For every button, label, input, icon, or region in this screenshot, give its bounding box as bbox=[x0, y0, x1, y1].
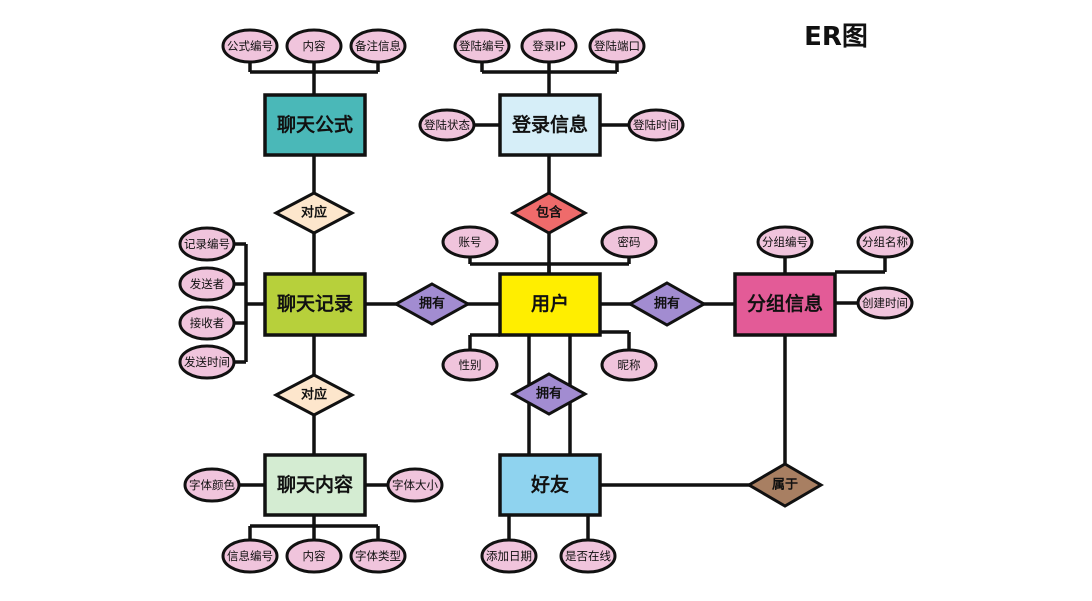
attribute-label: 信息编号 bbox=[227, 549, 273, 563]
relationship-user-friend: 拥有 bbox=[509, 372, 589, 416]
attribute-content-font-color: 字体颜色 bbox=[183, 467, 241, 503]
relationship-label: 对应 bbox=[301, 205, 327, 221]
attribute-user-gender: 性别 bbox=[441, 348, 499, 382]
entity-box bbox=[263, 93, 367, 157]
attribute-label: 密码 bbox=[618, 235, 641, 249]
attribute-login-port: 登陆端口 bbox=[588, 28, 646, 64]
entity-box bbox=[263, 453, 367, 517]
attribute-label: 接收者 bbox=[190, 316, 225, 330]
entity-login-info: 登录信息 bbox=[498, 93, 602, 157]
attribute-user-nickname: 昵称 bbox=[600, 348, 658, 382]
entity-label: 聊天记录 bbox=[277, 292, 353, 315]
entity-label: 用户 bbox=[531, 292, 569, 315]
attribute-content-font-size: 字体大小 bbox=[386, 467, 444, 503]
entity-group-info: 分组信息 bbox=[733, 272, 837, 337]
relationship-label: 拥有 bbox=[536, 386, 562, 402]
entity-box bbox=[498, 453, 602, 517]
entity-user: 用户 bbox=[498, 272, 602, 337]
attribute-label: 账号 bbox=[459, 235, 482, 249]
attribute-user-account: 账号 bbox=[441, 225, 499, 259]
attribute-formula-content: 内容 bbox=[285, 28, 343, 64]
relationship-diamond bbox=[509, 372, 589, 416]
attribute-formula-id: 公式编号 bbox=[221, 28, 279, 64]
attribute-login-time: 登陆时间 bbox=[627, 108, 685, 142]
attribute-content-font-type: 字体类型 bbox=[349, 538, 407, 574]
attribute-label: 内容 bbox=[303, 549, 326, 563]
entity-label: 聊天公式 bbox=[277, 113, 353, 136]
attribute-label: 分组名称 bbox=[862, 235, 908, 249]
attribute-label: 字体颜色 bbox=[189, 478, 235, 492]
attribute-login-id: 登陆编号 bbox=[453, 28, 511, 64]
entity-label: 分组信息 bbox=[747, 292, 823, 315]
attribute-content-body: 内容 bbox=[285, 538, 343, 574]
attribute-label: 公式编号 bbox=[227, 39, 273, 53]
entity-chat-formula: 聊天公式 bbox=[263, 93, 367, 157]
attribute-label: 备注信息 bbox=[355, 39, 401, 53]
relationship-record-user: 拥有 bbox=[392, 282, 472, 326]
attribute-label: 发送者 bbox=[190, 277, 225, 291]
attribute-content-info-id: 信息编号 bbox=[221, 538, 279, 574]
entity-box bbox=[263, 272, 367, 337]
attribute-label: 登陆时间 bbox=[633, 118, 679, 132]
attribute-label: 登陆编号 bbox=[459, 39, 505, 53]
attribute-group-id: 分组编号 bbox=[756, 225, 814, 259]
attribute-friend-online: 是否在线 bbox=[559, 538, 617, 574]
attribute-label: 创建时间 bbox=[862, 296, 908, 310]
attribute-user-password: 密码 bbox=[600, 225, 658, 259]
attribute-group-created: 创建时间 bbox=[856, 286, 914, 320]
entity-label: 聊天内容 bbox=[277, 473, 353, 496]
attribute-label: 字体类型 bbox=[355, 549, 401, 563]
entity-label: 好友 bbox=[530, 473, 569, 496]
relationship-label: 包含 bbox=[536, 205, 563, 221]
entity-box bbox=[733, 272, 837, 337]
relationship-diamond bbox=[509, 191, 589, 235]
attribute-record-time: 发送时间 bbox=[178, 344, 236, 380]
attribute-formula-note: 备注信息 bbox=[349, 28, 407, 64]
entity-friend: 好友 bbox=[498, 453, 602, 517]
relationship-formula-record: 对应 bbox=[272, 191, 356, 235]
relationship-diamond bbox=[272, 191, 356, 235]
attribute-label: 添加日期 bbox=[486, 549, 532, 563]
diagram-title: ER图 bbox=[804, 22, 868, 52]
attribute-label: 字体大小 bbox=[392, 478, 438, 492]
entity-box bbox=[498, 93, 602, 157]
relationship-diamond bbox=[626, 281, 708, 327]
relationship-user-group: 拥有 bbox=[626, 281, 708, 327]
attribute-label: 是否在线 bbox=[565, 549, 611, 563]
relationship-diamond bbox=[392, 282, 472, 326]
relationship-label: 对应 bbox=[301, 387, 327, 403]
attribute-label: 发送时间 bbox=[184, 355, 230, 369]
entity-chat-record: 聊天记录 bbox=[263, 272, 367, 337]
attribute-label: 登陆端口 bbox=[594, 39, 640, 53]
attribute-record-id: 记录编号 bbox=[178, 226, 236, 262]
attribute-label: 登陆状态 bbox=[424, 118, 470, 132]
attribute-label: 内容 bbox=[303, 39, 326, 53]
attribute-record-receiver: 接收者 bbox=[178, 305, 236, 341]
attribute-label: 分组编号 bbox=[762, 235, 808, 249]
attribute-label: 昵称 bbox=[618, 358, 641, 372]
attribute-label: 性别 bbox=[459, 358, 482, 372]
attribute-group-name: 分组名称 bbox=[856, 225, 914, 259]
attribute-login-ip: 登录IP bbox=[520, 28, 578, 64]
relationship-friend-group: 属于 bbox=[746, 462, 824, 508]
relationship-label: 拥有 bbox=[654, 296, 680, 312]
relationship-diamond bbox=[746, 462, 824, 508]
entity-chat-content: 聊天内容 bbox=[263, 453, 367, 517]
attribute-record-sender: 发送者 bbox=[178, 266, 236, 302]
relationship-login-user: 包含 bbox=[509, 191, 589, 235]
attribute-friend-added: 添加日期 bbox=[480, 538, 538, 574]
attribute-login-status: 登陆状态 bbox=[418, 108, 476, 142]
relationship-diamond bbox=[272, 373, 356, 417]
relationship-label: 拥有 bbox=[419, 296, 445, 312]
relationship-record-content: 对应 bbox=[272, 373, 356, 417]
attribute-label: 记录编号 bbox=[184, 237, 230, 251]
relationship-label: 属于 bbox=[772, 478, 798, 493]
entity-label: 登录信息 bbox=[511, 113, 588, 136]
attribute-label: 登录IP bbox=[532, 39, 565, 53]
entity-box bbox=[498, 272, 602, 337]
